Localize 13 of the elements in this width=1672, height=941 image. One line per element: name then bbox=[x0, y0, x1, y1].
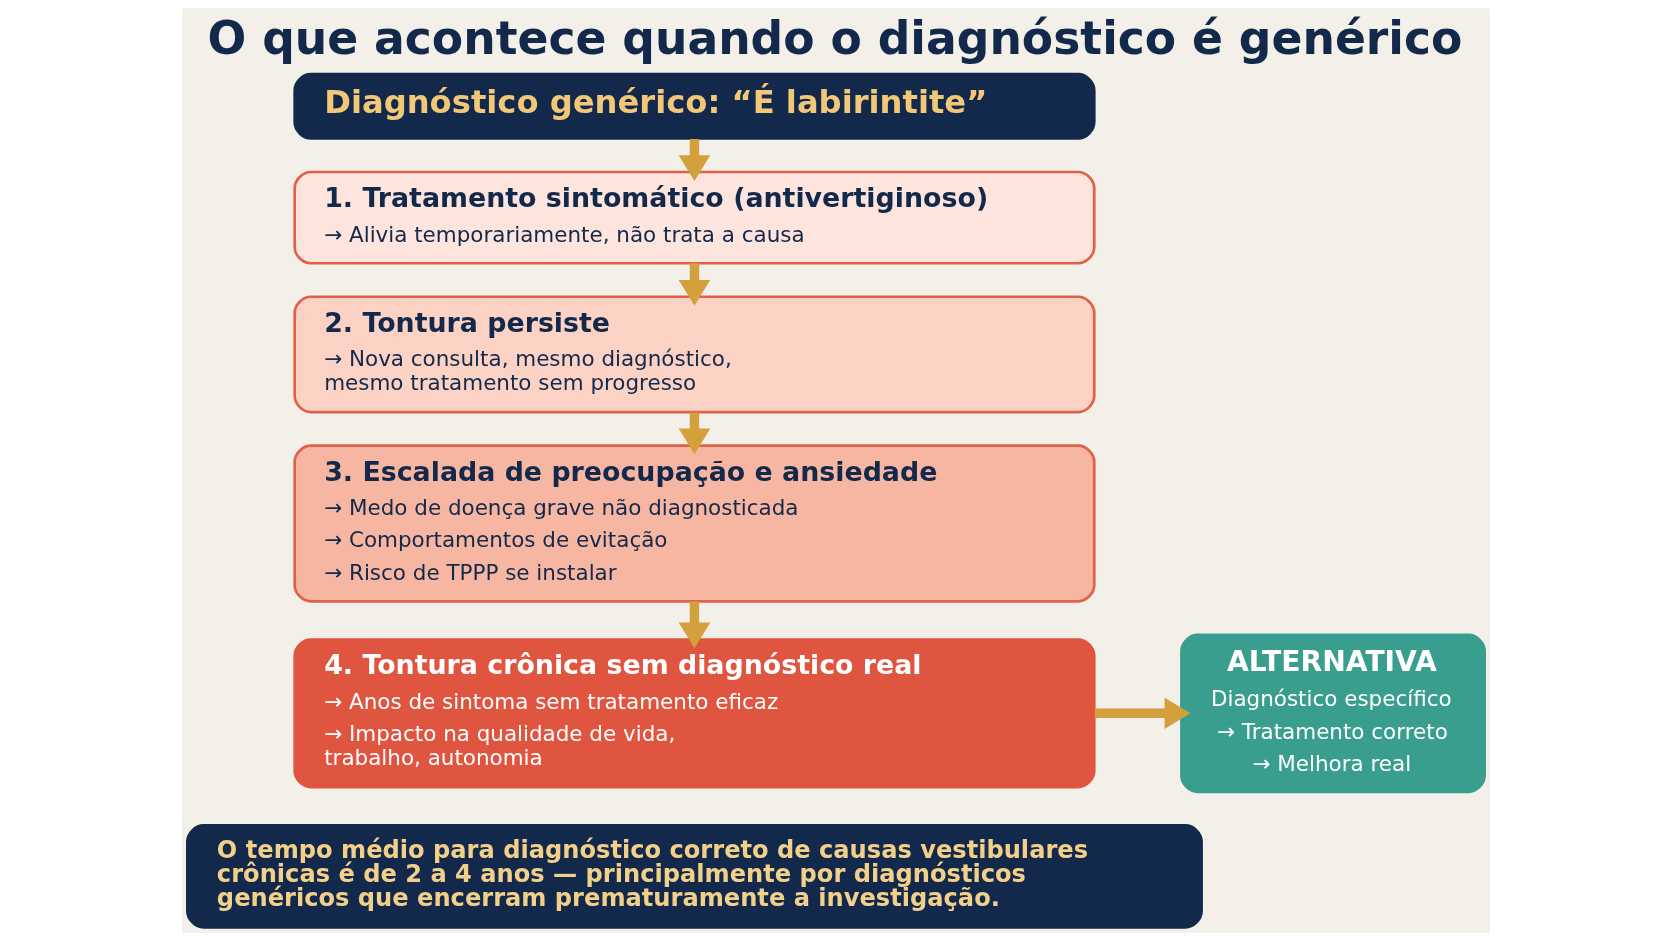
arrow bbox=[678, 139, 711, 181]
node-box: 3. Escalada de preocupação e ansiedade → Medo de doença grave não diagnosticada → Comportamentos de evitação → Risco de TPPP se instalar bbox=[293, 444, 1096, 603]
node-box: 2. Tontura persiste → Nova consulta, mesmo diagnóstico, mesmo tratamento sem progresso bbox=[293, 295, 1096, 414]
node-box: O tempo médio para diagnóstico correto de causas vestibulares crônicas é de 2 a 4 anos — principalmente por diagnósticos genéricos que encerram prematuramente a investigação. bbox=[186, 824, 1203, 929]
arrow bbox=[1094, 697, 1191, 730]
diagram-title: O que acontece quando o diagnóstico é genérico bbox=[207, 12, 1463, 66]
arrow bbox=[678, 263, 711, 306]
node-box: Diagnóstico genérico: “É labirintite” bbox=[293, 72, 1096, 140]
arrow bbox=[678, 601, 711, 649]
arrow bbox=[678, 412, 711, 455]
node-box: 1. Tratamento sintomático (antivertiginoso) → Alivia temporariamente, não trata a causa bbox=[293, 170, 1096, 265]
node-box: 4. Tontura crônica sem diagnóstico real → Anos de sintoma sem tratamento eficaz → Impacto na qualidade de vida, trabalho, autonomia bbox=[293, 638, 1096, 789]
node-box: ALTERNATIVA Diagnóstico específico → Tratamento correto → Melhora real bbox=[1180, 633, 1486, 794]
